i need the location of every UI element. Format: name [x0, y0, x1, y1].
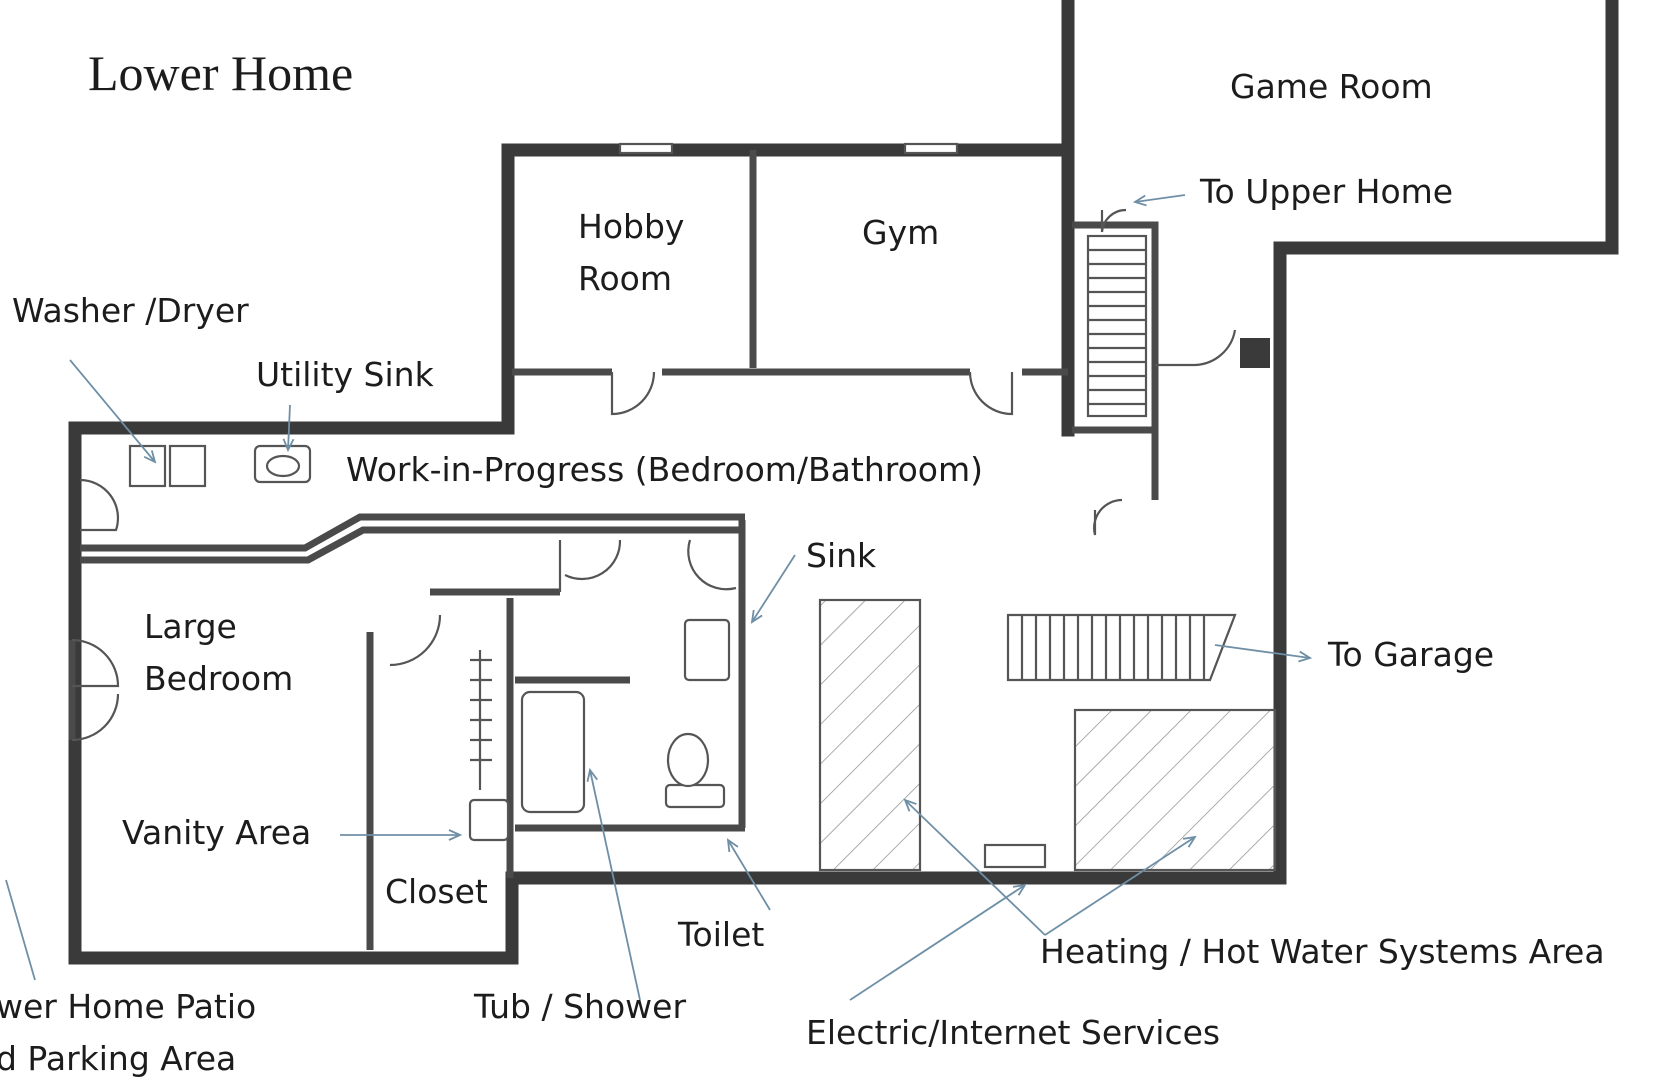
hobby-gym-lower-wall: [512, 142, 1068, 416]
label-heating-hot-water: Heating / Hot Water Systems Area: [1040, 932, 1605, 971]
label-hobby-room-line1: Hobby: [578, 207, 684, 246]
bath-sink-icon: [683, 618, 731, 682]
gym-window: [903, 142, 959, 155]
label-to-garage: To Garage: [1327, 635, 1494, 674]
label-closet: Closet: [385, 872, 488, 911]
garage-stair: [1006, 613, 1237, 682]
label-washer-dryer: Washer /Dryer: [12, 291, 249, 330]
service-areas: [818, 598, 1277, 872]
corridor-walls: [79, 444, 745, 564]
label-vanity-area: Vanity Area: [122, 813, 311, 852]
upper-stair: [1072, 208, 1270, 536]
label-to-upper-home: To Upper Home: [1199, 172, 1453, 211]
label-hobby-room-line2: Room: [578, 259, 672, 298]
label-gym: Gym: [862, 213, 939, 252]
heating-area: [1073, 708, 1277, 872]
label-large-bedroom-line2: Bedroom: [144, 659, 293, 698]
dryer-icon: [168, 444, 207, 488]
label-tub-shower: Tub / Shower: [473, 987, 686, 1026]
tub-icon: [520, 690, 586, 814]
label-utility-sink: Utility Sink: [256, 355, 435, 394]
label-patio-line1: wer Home Patio: [0, 987, 256, 1026]
label-electric-internet: Electric/Internet Services: [806, 1013, 1220, 1052]
hobby-window: [618, 142, 674, 155]
callout-arrows: [5, 194, 1310, 1001]
label-large-bedroom-line1: Large: [144, 607, 237, 646]
label-game-room: Game Room: [1230, 67, 1433, 106]
diagram-title: Lower Home: [88, 45, 353, 101]
bedroom-doors: [68, 638, 120, 742]
label-sink: Sink: [806, 536, 877, 575]
electric-services-area: [818, 598, 922, 872]
vanity-sink-icon: [468, 798, 510, 842]
label-work-in-progress: Work-in-Progress (Bedroom/Bathroom): [346, 450, 983, 489]
label-toilet: Toilet: [677, 915, 764, 954]
toilet-bowl-icon: [666, 732, 710, 788]
toilet-tank-icon: [664, 783, 726, 809]
interior-walls: [366, 520, 746, 950]
label-patio-line2: d Parking Area: [0, 1039, 236, 1078]
